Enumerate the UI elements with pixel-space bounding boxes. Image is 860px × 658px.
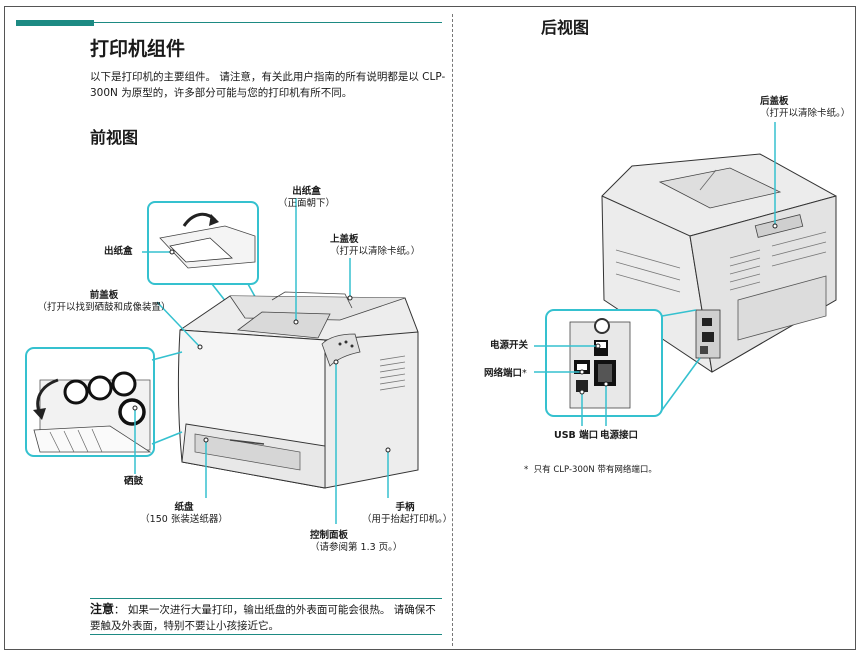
note-top-rule [90,598,442,599]
label-usb-port: USB 端口 [554,430,599,441]
label-power-socket: 电源接口 [600,430,639,441]
note-paragraph: 注意： 如果一次进行大量打印，输出纸盘的外表面可能会很热。 请确保不要触及外表面… [90,601,446,634]
label-handle: 手柄 （用于抬起打印机。） [362,502,452,526]
note-bottom-rule [90,634,442,635]
page-border [4,6,856,650]
note-label: 注意 [90,602,115,616]
label-top-cover: 上盖板 （打开以清除卡纸。） [330,234,420,258]
footnote: * 只有 CLP-300N 带有网络端口。 [524,465,657,475]
label-top-cover-title: 上盖板 [330,234,359,245]
label-front-cover-title: 前盖板 [89,290,119,301]
header-accent-bar [16,20,94,26]
label-paper-tray: 纸盘 （150 张装送纸器） [136,502,232,526]
header-rule [94,22,442,23]
label-handle-title: 手柄 [395,502,415,513]
label-rear-cover: 后盖板 （打开以清除卡纸。） [760,96,850,120]
rear-view-heading: 后视图 [541,18,590,37]
label-top-cover-sub: （打开以清除卡纸。） [330,246,421,257]
label-front-cover-sub: （打开以找到硒鼓和成像装置） [37,302,171,313]
label-control-panel-sub: （请参阅第 1.3 页。） [310,542,403,553]
label-output-tray-title: 出纸盒 [292,186,321,197]
column-divider [452,14,453,646]
label-rear-cover-title: 后盖板 [760,96,789,107]
front-view-heading: 前视图 [90,128,139,147]
page-title: 打印机组件 [90,38,186,60]
label-front-cover: 前盖板 （打开以找到硒鼓和成像装置） [18,290,190,314]
label-handle-sub: （用于抬起打印机。） [362,514,453,525]
intro-paragraph: 以下是打印机的主要组件。 请注意，有关此用户指南的所有说明都是以 CLP-300… [90,71,446,99]
label-rear-cover-sub: （打开以清除卡纸。） [760,108,851,119]
label-paper-tray-title: 纸盘 [174,502,194,513]
label-control-panel-title: 控制面板 [310,530,349,541]
note-text: ： 如果一次进行大量打印，输出纸盘的外表面可能会很热。 请确保不要触及外表面，特… [90,604,436,632]
label-control-panel: 控制面板 （请参阅第 1.3 页。） [310,530,402,554]
label-output-tray: 出纸盒 （正面朝下） [278,186,335,210]
label-network-port: 网络端口* [484,368,527,379]
label-drum: 硒鼓 [124,476,144,487]
label-paper-tray-sub: （150 张装送纸器） [140,514,228,525]
label-output-tray-inset: 出纸盒 [104,246,133,257]
label-output-tray-sub: （正面朝下） [278,198,336,209]
label-power-switch: 电源开关 [490,340,529,351]
